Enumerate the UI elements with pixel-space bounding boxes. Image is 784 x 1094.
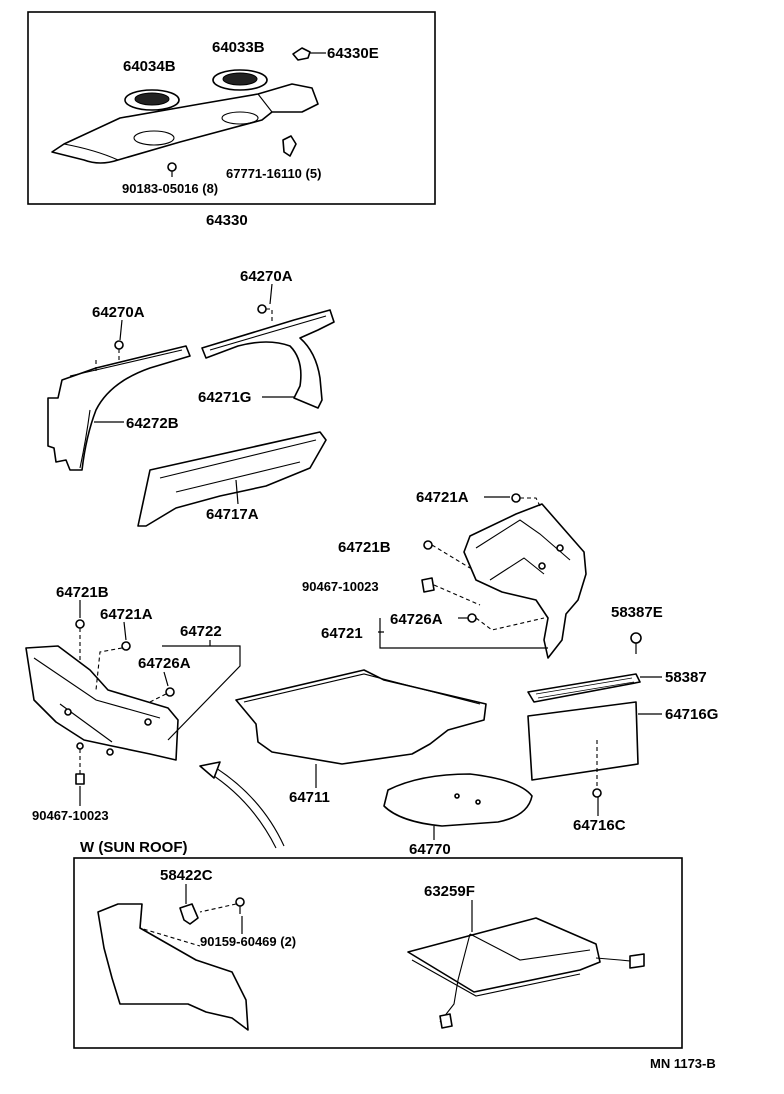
label-64270a-top: 64270A: [240, 268, 293, 285]
label-90159-60469: 90159-60469 (2): [200, 934, 296, 949]
label-90467-10023-left: 90467-10023: [32, 808, 109, 823]
label-64716g: 64716G: [665, 706, 718, 723]
left-quarter-trim: [47, 345, 191, 471]
nut-90467-right: [421, 577, 435, 593]
trunk-floor-mat: [235, 669, 487, 765]
label-64717a: 64717A: [206, 506, 259, 523]
label-90467-10023-right: 90467-10023: [302, 579, 379, 594]
label-64721b-left: 64721B: [56, 584, 109, 601]
sun-roof-side-panel: [97, 903, 249, 1031]
label-58387: 58387: [665, 669, 707, 686]
label-64270a-left: 64270A: [92, 304, 145, 321]
label-64770: 64770: [409, 841, 451, 858]
bracket-58422c: [179, 903, 199, 925]
sill-plate-58387: [527, 673, 641, 703]
label-64726a-right: 64726A: [390, 611, 443, 628]
right-trunk-side-group: 64721A 64721B 90467-10023 64726A 64721 5…: [302, 489, 718, 834]
label-64271g: 64271G: [198, 389, 251, 406]
label-58422c: 58422C: [160, 867, 213, 884]
sun-roof-group: W (SUN ROOF) 58422C 90159-60469 (2) 6325…: [73, 839, 683, 1049]
clip-58387e: [630, 632, 642, 654]
label-64721a-right: 64721A: [416, 489, 469, 506]
clip-64721b-left: [75, 619, 85, 629]
left-trunk-side-trim: [25, 645, 179, 761]
label-67771-16110: 67771-16110 (5): [226, 166, 321, 181]
label-64722: 64722: [180, 623, 222, 640]
clip-64726a-left: [165, 687, 175, 697]
clip-64721a-left: [121, 641, 131, 651]
label-58387e: 58387E: [611, 604, 663, 621]
clip-64330e: [292, 47, 311, 61]
clip-64270a-left: [114, 340, 124, 350]
clip-64716c: [592, 788, 602, 798]
direction-arrow: [199, 761, 285, 849]
right-quarter-trim: [201, 309, 335, 409]
trunk-floor-group: 64711 64770: [199, 669, 533, 858]
label-64721b-right: 64721B: [338, 539, 391, 556]
label-64726a-left: 64726A: [138, 655, 191, 672]
quarter-trim-group: 64270A 64270A 64271G 64272B 64717A: [47, 268, 335, 527]
label-64033b: 64033B: [212, 39, 265, 56]
package-shelf-group: 64034B 64033B 64330E 90183-05016 (8) 677…: [27, 11, 436, 229]
label-64721a-left: 64721A: [100, 606, 153, 623]
label-63259f: 63259F: [424, 883, 475, 900]
label-64330: 64330: [206, 212, 248, 229]
clip-64726a-right: [467, 613, 477, 623]
speaker-grille-left: [124, 89, 180, 111]
speaker-grille-right: [212, 69, 268, 91]
label-64330e: 64330E: [327, 45, 379, 62]
spare-tire-cover: [383, 773, 533, 827]
nut-90467-left: [75, 773, 85, 785]
label-64272b: 64272B: [126, 415, 179, 432]
label-64721: 64721: [321, 625, 363, 642]
screw-90159: [235, 897, 245, 914]
trunk-panel-64716g: [527, 701, 639, 781]
package-tray-panel: [51, 83, 319, 164]
screw-90183: [167, 162, 177, 177]
clip-67771: [282, 135, 297, 157]
left-trunk-side-group: 64721B 64721A 64722 64726A 90467-10023: [25, 584, 241, 823]
label-64711: 64711: [289, 789, 330, 806]
clip-64721b-right: [423, 540, 433, 550]
clip-64721a-right: [511, 493, 521, 503]
label-64034b: 64034B: [123, 58, 176, 75]
footer-code: MN 1173-B: [650, 1056, 716, 1071]
package-shelf-frame: [27, 11, 436, 205]
label-64716c: 64716C: [573, 817, 626, 834]
right-trunk-side-trim: [463, 503, 587, 659]
label-90183-05016: 90183-05016 (8): [122, 181, 218, 196]
trunk-mat-assembly: [407, 917, 601, 993]
clip-64270a-right: [257, 304, 267, 314]
sun-roof-frame: [73, 857, 683, 1049]
label-sun-roof-heading: W (SUN ROOF): [80, 839, 187, 856]
